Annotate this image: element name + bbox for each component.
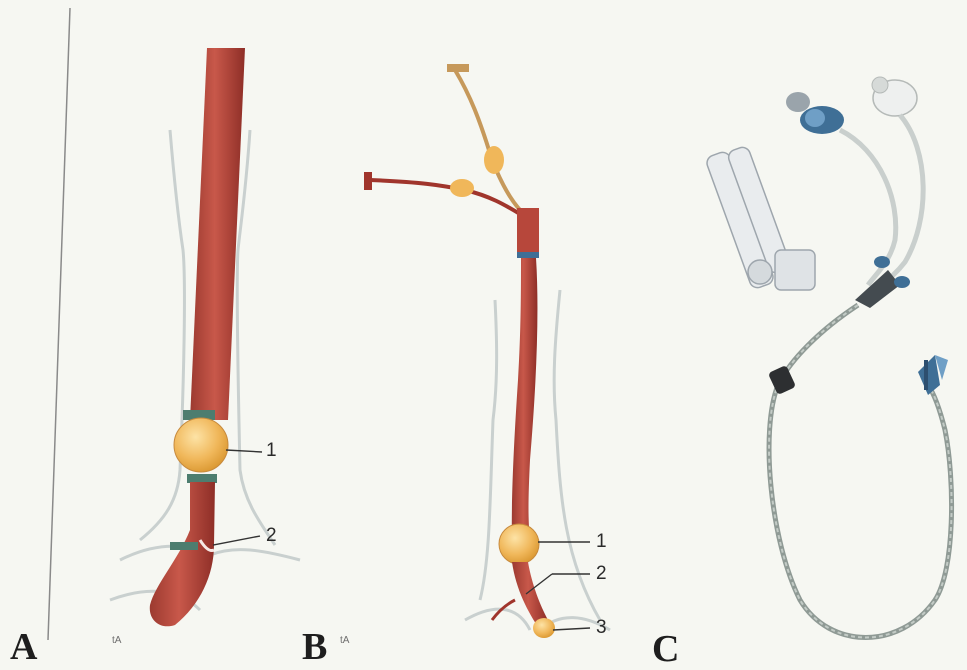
panel-b-trachea-outline bbox=[480, 290, 600, 620]
panel-b-pilot-line-lower bbox=[370, 180, 520, 214]
panel-b-pilot-valve-lower bbox=[450, 179, 474, 197]
panel-a-leader-2 bbox=[213, 536, 260, 545]
panel-a-small-mark: tA bbox=[112, 636, 121, 646]
panel-a-callout-2: 2 bbox=[266, 526, 277, 545]
panel-c-blue-connector bbox=[786, 92, 844, 134]
panel-c-catheter-loop bbox=[769, 305, 952, 638]
panel-b-pilot-cap bbox=[447, 64, 469, 72]
panel-b-pilot-valve-upper bbox=[484, 146, 504, 174]
panel-b-letter: B bbox=[302, 628, 327, 666]
panel-b-pilot-cap-lower bbox=[364, 172, 372, 190]
panel-b-callout-1: 1 bbox=[596, 532, 607, 551]
panel-c-drawing bbox=[705, 77, 952, 638]
panel-a-clamp-lower bbox=[187, 474, 217, 483]
panel-b-connector bbox=[517, 208, 539, 252]
panel-a-callout-1: 1 bbox=[266, 441, 277, 460]
panel-b-callout-3: 3 bbox=[596, 618, 607, 637]
panel-a-balloon bbox=[174, 418, 228, 472]
panel-a-clamp-tip bbox=[170, 542, 198, 550]
panel-c-letter: C bbox=[652, 630, 679, 668]
panel-a-leader-1 bbox=[226, 450, 262, 452]
panel-c-white-connector bbox=[872, 77, 917, 116]
panel-b-connector-band bbox=[517, 252, 539, 258]
panel-b-balloon bbox=[499, 524, 539, 564]
panel-b-callout-2: 2 bbox=[596, 564, 607, 583]
panel-border-line bbox=[48, 8, 70, 640]
panel-b-tube bbox=[512, 258, 538, 540]
panel-a-letter: A bbox=[10, 628, 37, 666]
panel-b-small-mark: tA bbox=[340, 636, 349, 646]
panel-c-black-clip bbox=[768, 365, 796, 395]
panel-c-catheter-tip bbox=[918, 355, 948, 395]
panel-a-tube-tip bbox=[150, 482, 215, 626]
panel-b-leader-3 bbox=[553, 628, 590, 630]
panel-b-drawing bbox=[364, 64, 610, 638]
panel-b-tip-balloon bbox=[533, 618, 555, 638]
panel-c-adapter bbox=[705, 145, 815, 290]
